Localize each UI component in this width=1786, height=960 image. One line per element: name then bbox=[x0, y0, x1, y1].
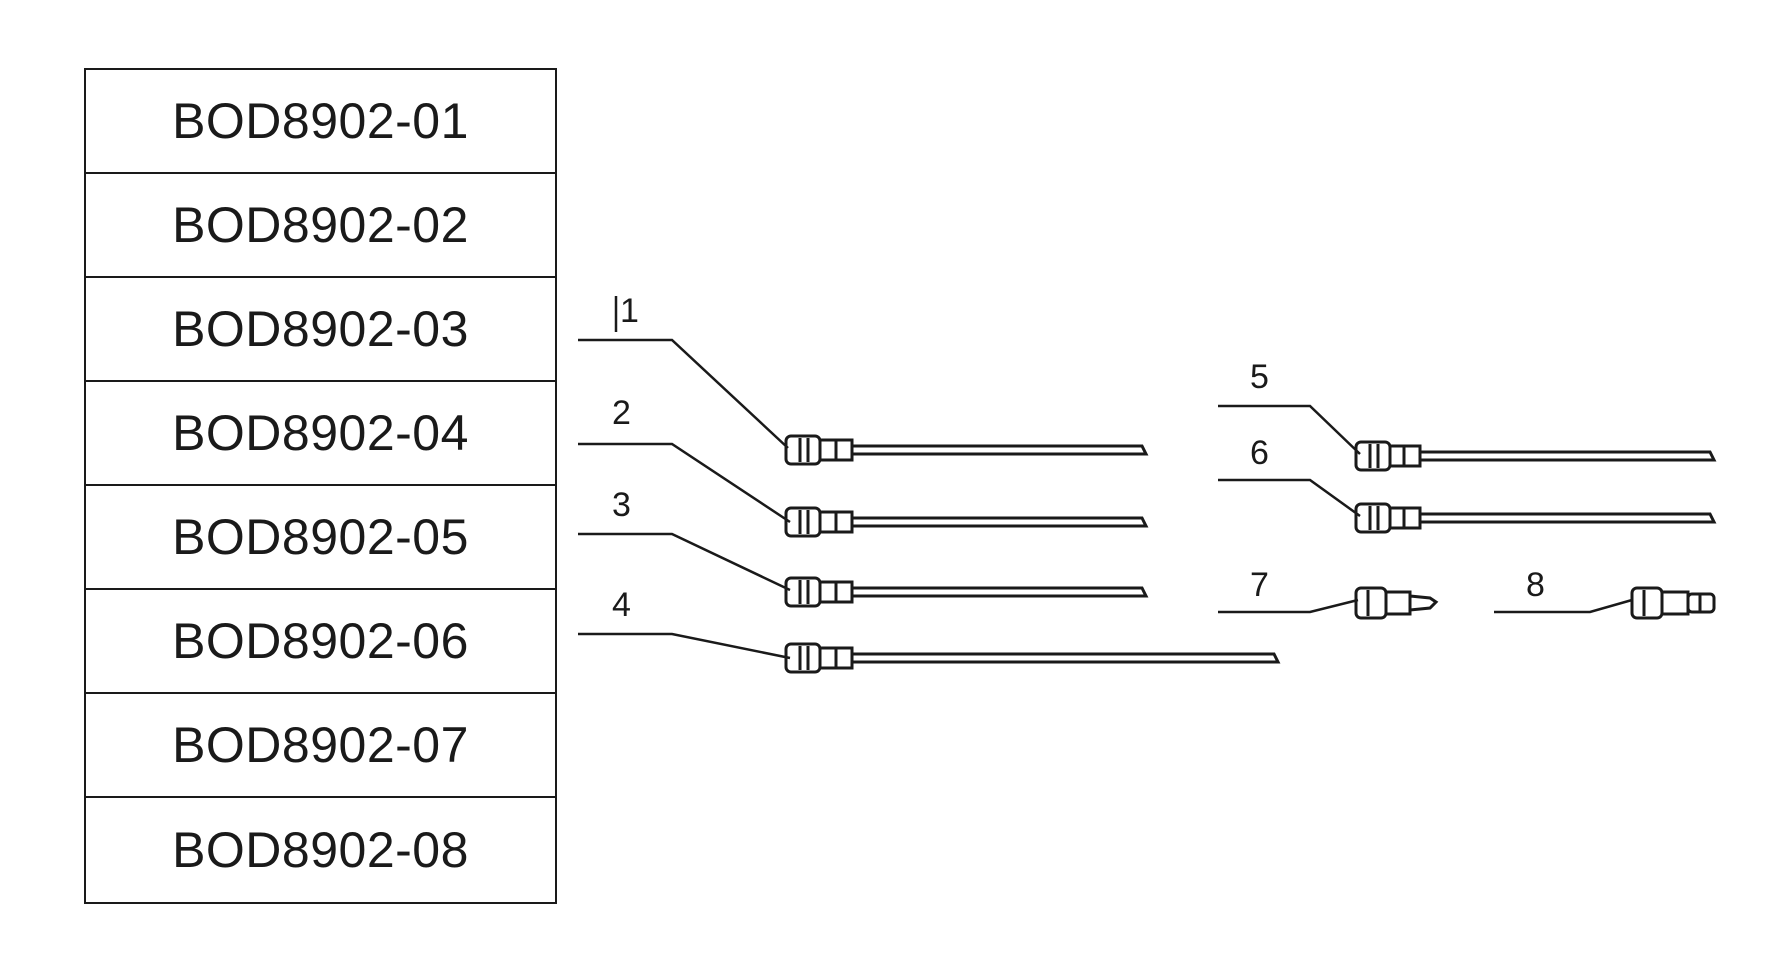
part-number-row-3: BOD8902-03 bbox=[86, 278, 555, 382]
probe-6 bbox=[1354, 502, 1717, 534]
callout-label-3: 3 bbox=[612, 486, 631, 524]
probe-5 bbox=[1354, 440, 1717, 472]
callout-label-6: 6 bbox=[1250, 434, 1269, 472]
leader-line-3 bbox=[578, 532, 791, 592]
part-number-row-5: BOD8902-05 bbox=[86, 486, 555, 590]
leader-line-5 bbox=[1218, 404, 1361, 455]
callout-label-5: 5 bbox=[1250, 358, 1269, 396]
probe-2 bbox=[784, 506, 1149, 538]
probe-3 bbox=[784, 576, 1149, 608]
probe-7 bbox=[1354, 586, 1439, 620]
callout-label-2: 2 bbox=[612, 394, 631, 432]
leader-line-7 bbox=[1218, 598, 1359, 614]
part-number-row-2: BOD8902-02 bbox=[86, 174, 555, 278]
probe-1 bbox=[784, 434, 1149, 466]
callout-label-4: 4 bbox=[612, 586, 631, 624]
leader-line-4 bbox=[578, 632, 791, 660]
part-number-table: BOD8902-01 BOD8902-02 BOD8902-03 BOD8902… bbox=[84, 68, 557, 904]
part-number-row-4: BOD8902-04 bbox=[86, 382, 555, 486]
leader-line-2 bbox=[578, 442, 791, 524]
leader-line-6 bbox=[1218, 478, 1361, 518]
leader-line-1 bbox=[578, 338, 789, 449]
callout-label-7: 7 bbox=[1250, 566, 1269, 604]
part-number-row-8: BOD8902-08 bbox=[172, 822, 469, 878]
part-number-row-7: BOD8902-07 bbox=[86, 694, 555, 798]
part-number-row-1: BOD8902-01 bbox=[86, 70, 555, 174]
probe-4 bbox=[784, 642, 1281, 674]
callout-label-8: 8 bbox=[1526, 566, 1545, 604]
callout-label-1: 1 bbox=[620, 292, 639, 330]
probe-8 bbox=[1630, 586, 1716, 620]
leader-line-8 bbox=[1494, 598, 1633, 614]
part-number-row-6: BOD8902-06 bbox=[86, 590, 555, 694]
